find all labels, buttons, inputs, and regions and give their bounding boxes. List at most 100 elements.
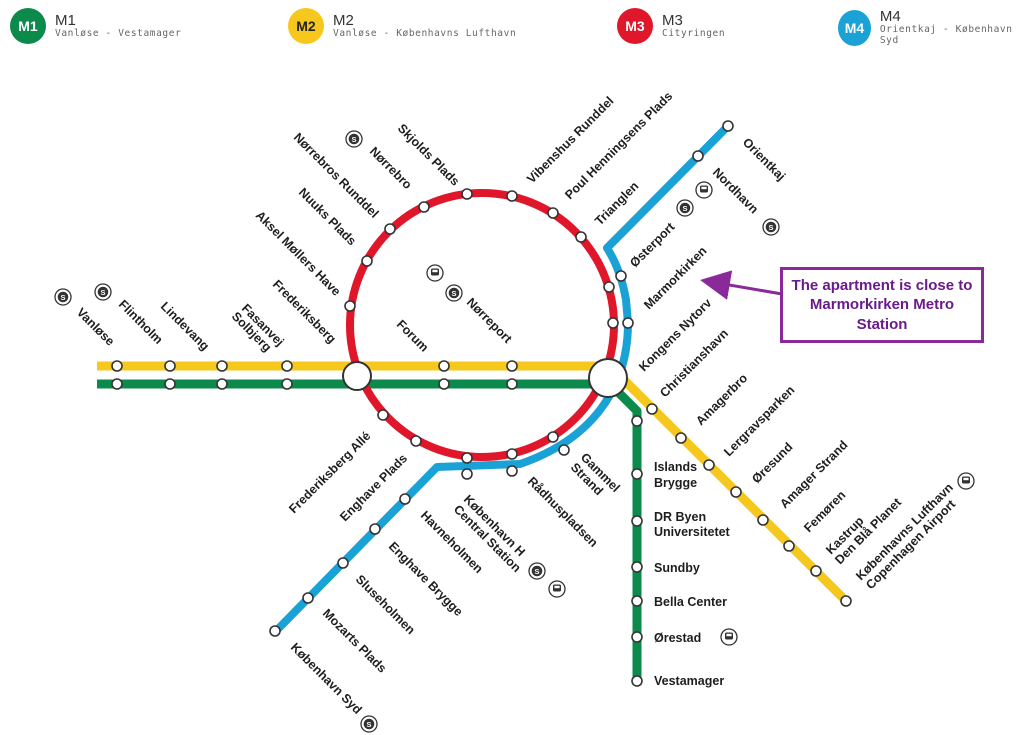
stop [111,378,123,390]
stop [730,486,742,498]
stop [384,223,396,235]
stop [461,452,473,464]
m3-route: Cityringen [662,28,726,40]
stop [547,431,559,443]
stop [783,540,795,552]
train-icon [720,628,738,646]
stop [216,378,228,390]
apartment-callout: The apartment is close to Marmorkirken M… [780,267,984,343]
m2-badge: M2 [288,8,324,44]
label-vanlose: Vanløse [74,305,117,348]
m1-route: Vanløse - Vestamager [55,28,182,40]
stop [646,403,658,415]
s-train-icon [345,130,363,148]
callout-arrow [700,270,783,300]
stop [399,493,411,505]
stop [438,378,450,390]
label-orientkaj: Orientkaj [740,135,788,183]
stop [631,595,643,607]
train-icon [426,264,444,282]
stop [506,378,518,390]
stop [631,675,643,687]
label-norrebro: Nørrebro [367,144,415,192]
stop [547,207,559,219]
stop [164,360,176,372]
stop [111,360,123,372]
stop [622,317,634,329]
train-icon [548,580,566,598]
stop [281,378,293,390]
m4-line-north [272,123,731,635]
stop [631,561,643,573]
stop [438,360,450,372]
m3-name: M3 [662,11,683,29]
stop [840,595,852,607]
s-train-icon [528,562,546,580]
stop [603,281,615,293]
label-vibenshus-runddel: Vibenshus Runddel [524,94,616,186]
label-norrebros-runddel: Nørrebros Runddel [291,130,381,220]
stop [281,360,293,372]
label-bella-center: Bella Center [654,595,727,609]
stop [410,435,422,447]
label-sluseholmen: Sluseholmen [353,572,418,637]
s-train-icon [94,283,112,301]
m3-badge: M3 [617,8,653,44]
stop [269,625,281,637]
stop [631,468,643,480]
m4-name: M4 [879,8,901,25]
stop [575,231,587,243]
stop [506,448,518,460]
stop [337,557,349,569]
stop [703,459,715,471]
m2-name: M2 [333,11,354,29]
m4-badge: M4 [838,9,871,46]
label-forum: Forum [394,317,431,354]
label-lindevang: Lindevang [158,299,212,353]
stop [164,378,176,390]
stop [461,188,473,200]
label-flintholm: Flintholm [116,297,166,347]
stop [369,523,381,535]
s-train-icon [676,199,694,217]
stop [631,415,643,427]
label-osterport: Østerport [627,219,678,270]
train-icon [695,181,713,199]
m2-route: Vanløse - Københavns Lufthavn [333,28,517,40]
label-islands-brygge-1: Islands [654,460,697,474]
stop [631,631,643,643]
s-train-icon [445,284,463,302]
label-islands-brygge-2: Brygge [654,476,697,490]
label-mozarts-plads: Mozarts Plads [320,606,389,675]
stop [302,592,314,604]
stop [361,255,373,267]
stop [506,465,518,477]
train-icon [957,472,975,490]
s-train-icon [762,218,780,236]
stop [722,120,734,132]
stop [757,514,769,526]
stop [615,270,627,282]
stop [810,565,822,577]
stop [216,360,228,372]
label-dr-byen-2: Universitetet [654,525,731,539]
stop [692,150,704,162]
stop [344,300,356,312]
stop [418,201,430,213]
m4-route: Orientkaj - København Syd [879,24,1013,47]
label-oresund: Øresund [749,440,795,486]
stop [506,360,518,372]
interchange-frederiksberg [342,361,372,391]
label-sundby: Sundby [654,561,700,575]
m1-line [97,379,642,681]
label-norreport: Nørreport [464,295,515,346]
stop [506,190,518,202]
s-train-icon [360,715,378,733]
label-orestad: Ørestad [654,631,701,645]
stop [558,444,570,456]
